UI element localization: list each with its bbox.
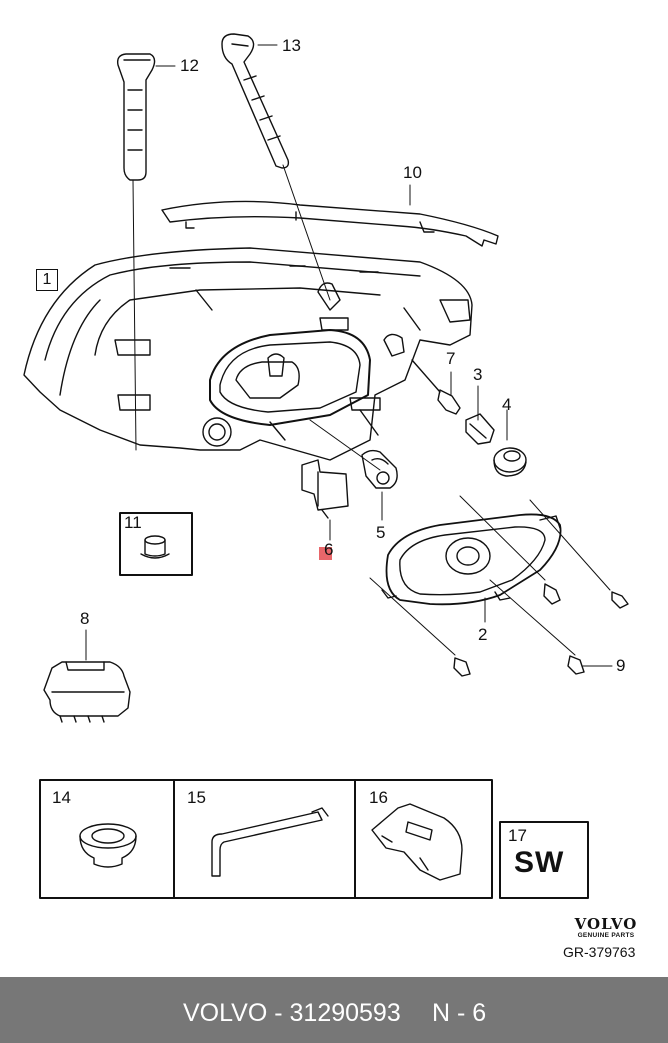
clip-11-drawing <box>140 535 170 559</box>
genuine-parts-tagline: GENUINE PARTS <box>577 932 635 939</box>
callout-7: 7 <box>446 349 456 368</box>
callout-6: 6 <box>324 540 334 559</box>
key-15-drawing <box>211 807 329 877</box>
box-number-17: 17 <box>508 826 527 845</box>
callout-3: 3 <box>473 365 483 384</box>
callout-13: 13 <box>282 36 301 55</box>
bulb-3-drawing <box>465 413 495 445</box>
box-number-16: 16 <box>369 788 388 807</box>
diagram-reference: GR-379763 <box>563 944 636 960</box>
box-number-15: 15 <box>187 788 206 807</box>
box-number-14: 14 <box>52 788 71 807</box>
grommet-4-drawing <box>493 447 527 477</box>
callout-1: 1 <box>36 269 58 291</box>
bracket-12-drawing <box>116 53 156 181</box>
footer-part-number: VOLVO - 31290593 <box>183 999 401 1027</box>
diagram-drawing <box>23 33 629 899</box>
trim-strip-10-drawing <box>161 200 499 247</box>
callout-12: 12 <box>180 56 199 75</box>
grommet-14-drawing <box>79 823 137 868</box>
bracket-16-drawing <box>371 803 463 881</box>
callout-8: 8 <box>80 609 90 628</box>
bracket-13-drawing <box>221 33 290 169</box>
screws-9-drawing <box>453 583 629 677</box>
callout-4: 4 <box>502 395 512 414</box>
highlight-marker <box>319 547 332 560</box>
box-17-frame <box>499 821 589 899</box>
callout-10: 10 <box>403 163 422 182</box>
sw-label: SW <box>514 846 565 879</box>
socket-7-drawing <box>411 359 461 415</box>
footer-page: N - 6 <box>432 999 487 1027</box>
bottom-box-row <box>39 779 493 899</box>
callout-2: 2 <box>478 625 488 644</box>
fog-lamp-2-drawing <box>381 513 562 606</box>
callout-11: 11 <box>124 513 142 532</box>
callout-9: 9 <box>616 656 626 675</box>
headlamp-exploded-diagram: 12 13 10 1 7 3 4 5 6 11 8 2 9 14 15 16 1… <box>23 33 638 960</box>
connector-6-drawing <box>301 459 349 519</box>
bulb-5-drawing <box>361 449 398 489</box>
footer-bar: VOLVO - 31290593 N - 6 <box>0 977 668 1043</box>
module-8-drawing <box>43 661 131 723</box>
headlamp-housing-1-drawing <box>23 247 473 461</box>
leader-lines <box>85 44 613 667</box>
volvo-logo: VOLVO <box>574 915 638 933</box>
box-11-frame <box>119 512 193 576</box>
callout-5: 5 <box>376 523 386 542</box>
